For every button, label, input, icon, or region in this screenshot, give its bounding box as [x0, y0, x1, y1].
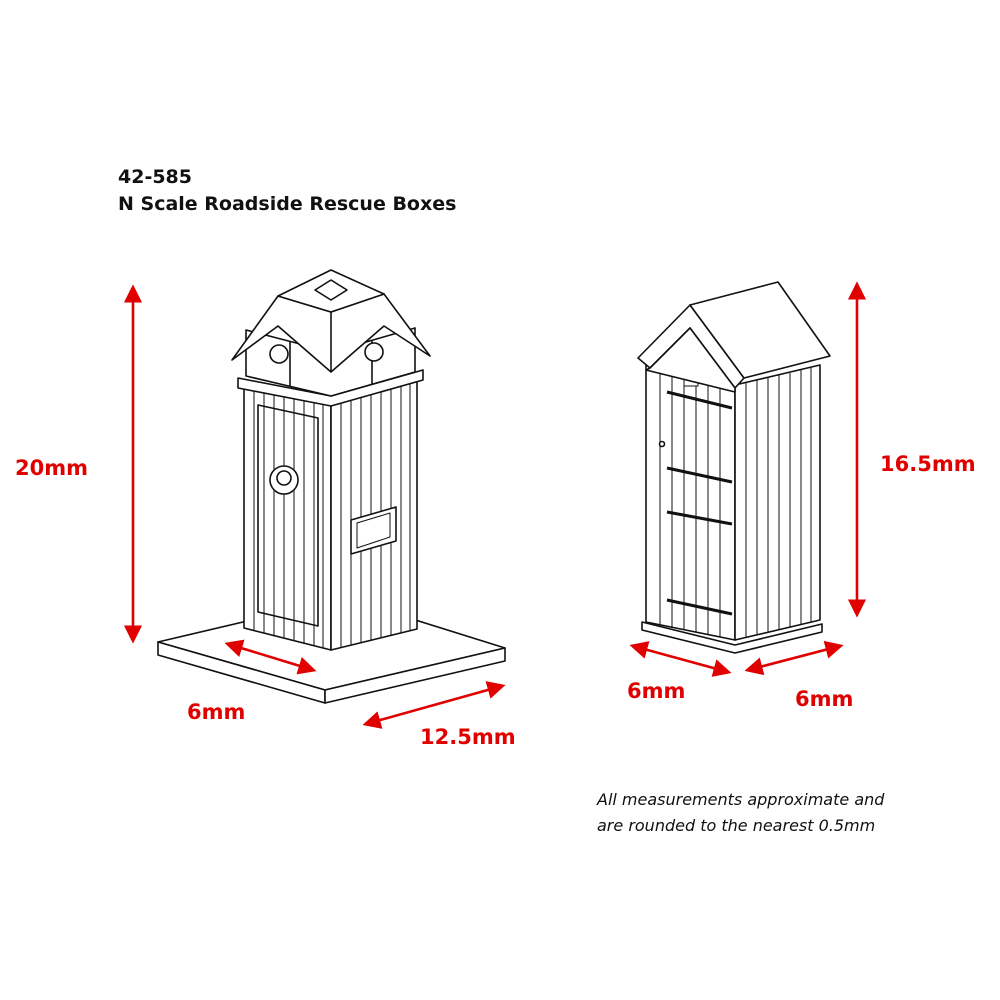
box2-depth-right-arrow: [744, 640, 844, 676]
box2-height-label: 16.5mm: [880, 452, 976, 476]
box1-height-label: 20mm: [15, 456, 88, 480]
box2-depth-left-label: 6mm: [627, 679, 686, 703]
measurement-note-line-1: All measurements approximate and: [597, 790, 885, 809]
product-name: N Scale Roadside Rescue Boxes: [118, 193, 457, 215]
box1-depth-arrow: [224, 639, 317, 675]
product-code: 42-585: [118, 166, 192, 188]
dimension-arrows: [123, 281, 867, 729]
box2-depth-right-label: 6mm: [795, 687, 854, 711]
measurement-note-line-2: are rounded to the nearest 0.5mm: [597, 816, 876, 835]
box2-depth-left-arrow: [629, 641, 732, 677]
rescue-box-1-illustration: [157, 269, 506, 704]
box1-base-width-arrow: [362, 681, 506, 729]
box1-depth-label: 6mm: [187, 700, 246, 724]
rescue-box-2-illustration: [637, 281, 831, 654]
box1-base-width-label: 12.5mm: [420, 725, 516, 749]
